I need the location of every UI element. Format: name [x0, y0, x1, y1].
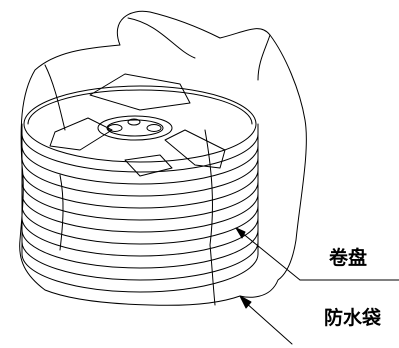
- bag-fold-left: [44, 64, 66, 131]
- hub-inner: [106, 119, 164, 137]
- reel-leader-arrow: [235, 227, 246, 239]
- disc-window: [124, 154, 173, 177]
- hub-hole-left: [107, 124, 123, 132]
- hub-outer: [97, 115, 173, 141]
- hub-hole-center: [127, 118, 141, 126]
- disc-spoke-top: [89, 73, 191, 111]
- bag-fold-top: [127, 17, 196, 59]
- disc-rim: [23, 123, 257, 163]
- disc-spoke-right: [164, 129, 226, 169]
- waterproof-bag-label: 防水袋: [324, 307, 382, 329]
- reel-top-flange-outer: [23, 85, 257, 125]
- reel-top-flange-inner: [27, 89, 253, 125]
- bag-leader-arrow: [239, 295, 252, 309]
- bag-crease-right: [204, 129, 216, 306]
- bag-leader: [239, 295, 293, 345]
- reel-leader: [235, 227, 399, 281]
- bag-crease-left: [59, 174, 64, 251]
- reel-rings: [21, 85, 259, 293]
- reel-top-disc: [23, 73, 257, 177]
- reel-label: 卷盘: [329, 247, 368, 269]
- disc-spoke-left: [49, 117, 113, 151]
- bag-fold-right: [257, 34, 271, 81]
- hub-hole-right: [146, 124, 162, 132]
